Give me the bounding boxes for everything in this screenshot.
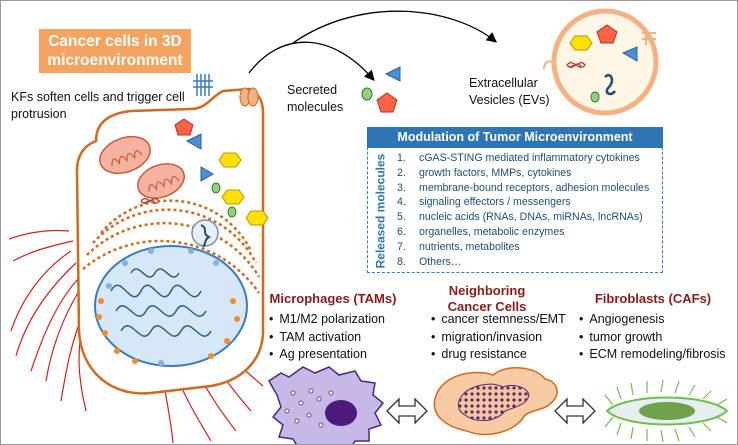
- list-item: TAM activation: [269, 329, 385, 347]
- list-item: M1/M2 polarization: [269, 311, 385, 329]
- modulation-header: Modulation of Tumor Microenvironment: [367, 127, 663, 148]
- list-item: 2.growth factors, MMPs, cytokines: [397, 166, 572, 179]
- nucleus: [94, 245, 248, 367]
- list-item: cancer stemness/EMT: [431, 311, 565, 329]
- list-item: migration/invasion: [431, 329, 566, 347]
- caf-bullets: Angiogenesis tumor growth ECM remodeling…: [579, 311, 726, 364]
- list-item: tumor growth: [579, 329, 726, 347]
- caf-heading: Fibroblasts (CAFs): [594, 291, 712, 306]
- ev-label: Extracellular Vesicles (EVs): [469, 76, 550, 107]
- membrane-protrusion-icon: [239, 87, 259, 107]
- list-item: Ag presentation: [269, 346, 385, 364]
- membrane-receptor-icon: [193, 74, 213, 96]
- list-item: 5.nucleic acids (RNAs, DNAs, miRNAs, lnc…: [397, 211, 643, 224]
- macrophage-cell-icon: [268, 366, 385, 444]
- secreted-label: Secreted molecules: [287, 83, 344, 114]
- list-item: Angiogenesis: [579, 311, 726, 329]
- secreted-molecules-icon: [361, 66, 401, 113]
- endoplasmic-reticulum: [82, 199, 261, 294]
- neighbor-bullets: cancer stemness/EMT migration/invasion d…: [431, 311, 566, 364]
- modulation-list: 1.cGAS-STING mediated inflammatory cytok…: [397, 151, 649, 269]
- tam-bullets: M1/M2 polarization TAM activation Ag pre…: [269, 311, 385, 364]
- ev-arrow: [292, 10, 498, 44]
- list-item: 1.cGAS-STING mediated inflammatory cytok…: [397, 152, 640, 164]
- released-molecules-label: Released molecules: [373, 153, 388, 268]
- list-item: 8.Others…: [397, 255, 462, 268]
- list-item: ECM remodeling/fibrosis: [579, 346, 725, 364]
- neighboring-cancer-cell-icon: [433, 367, 558, 436]
- list-item: drug resistance: [431, 346, 566, 364]
- intracellular-vesicle-icon: [191, 219, 219, 248]
- left-caption: KFs soften cells and trigger cell protru…: [11, 90, 185, 121]
- intracellular-molecules-icon: [140, 118, 269, 226]
- list-item: 6.organelles, metabolic enzymes: [397, 225, 565, 238]
- list-item: 7.nutrients, metabolites: [397, 240, 520, 253]
- secretion-arrow: [248, 41, 375, 81]
- tam-heading: Microphages (TAMs): [269, 291, 397, 306]
- bidirectional-arrow-icon: [386, 397, 596, 425]
- fibroblast-cell-icon: [604, 379, 729, 443]
- figure-title: Cancer cells in 3D microenvironment: [39, 29, 191, 73]
- extracellular-vesicle-icon: [543, 8, 659, 116]
- ecm-fibers-left: [8, 229, 87, 412]
- mitochondria-icon: [99, 135, 185, 199]
- list-item: 4.signaling effectors / messengers: [397, 196, 571, 209]
- released-molecules-label-wrap: Released molecules: [367, 148, 393, 273]
- list-item: 3.membrane-bound receptors, adhesion mol…: [397, 181, 650, 194]
